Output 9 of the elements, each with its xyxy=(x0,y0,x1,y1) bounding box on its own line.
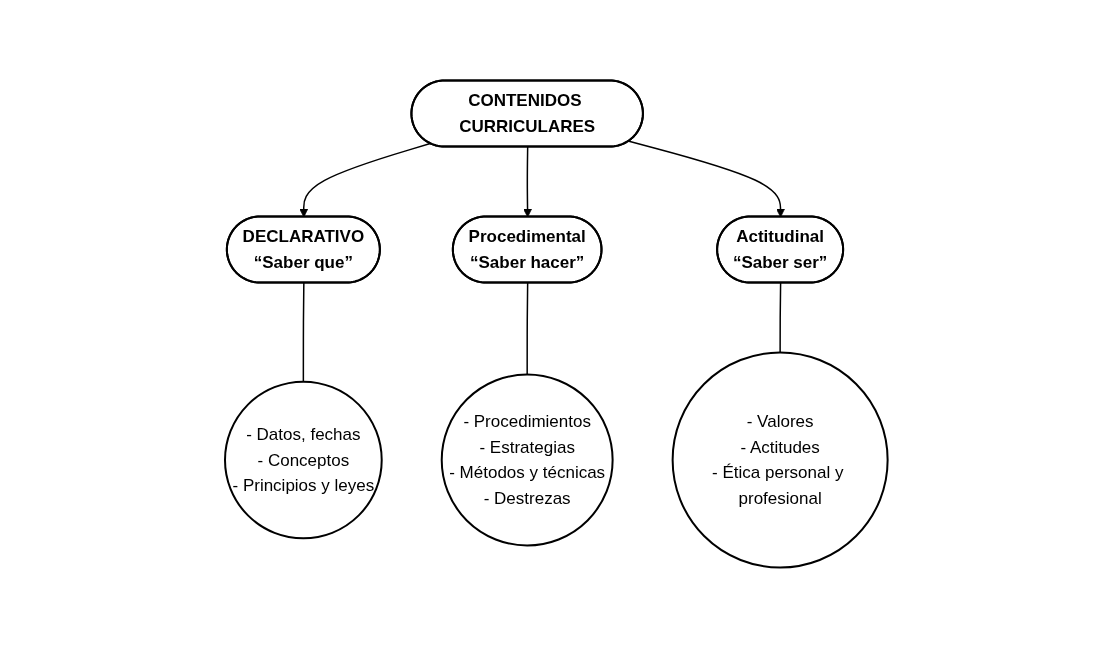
node-circle: - Valores - Actitudes - Ética personal y profesional xyxy=(671,351,889,569)
node-circle: - Procedimientos - Estrategias - Métodos y técnicas - Destrezas xyxy=(440,373,614,547)
connector xyxy=(779,282,782,354)
arrow xyxy=(299,142,431,218)
connector xyxy=(526,282,529,376)
arrow xyxy=(522,146,532,218)
node-circle: - Datos, fechas - Conceptos - Principios y leyes xyxy=(223,380,383,540)
connector xyxy=(302,282,305,383)
arrow xyxy=(627,140,785,218)
